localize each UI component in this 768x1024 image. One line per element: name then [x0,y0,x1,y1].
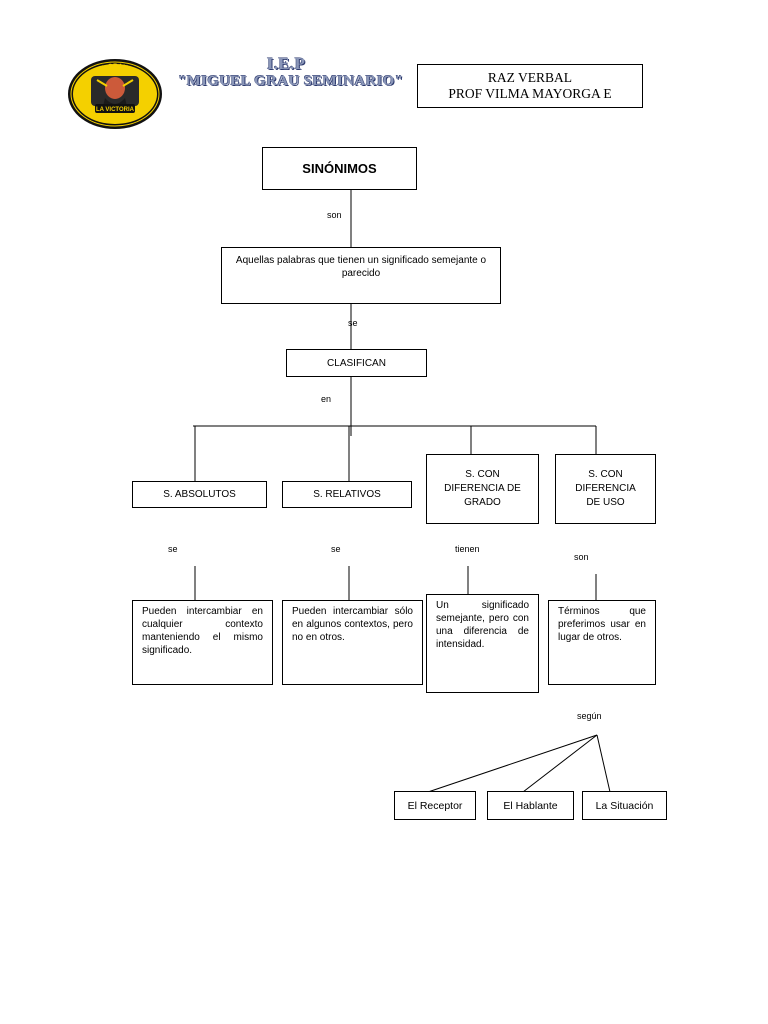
course-name: RAZ VERBAL [487,70,573,85]
school-name-line2: "MIGUEL GRAU SEMINARIO" [178,73,404,89]
type-diferencia-uso-label: S. CON DIFERENCIA DE USO [575,469,636,508]
link-absolutos: se [168,544,178,554]
desc-uso: Términos que preferimos usar en lugar de… [548,600,656,685]
link-segun: según [577,711,602,721]
factor-hablante: El Hablante [487,791,574,820]
school-logo: I.E.P. MIGUEL GRAU SEMINARIO LA VICTORIA [66,53,163,130]
course-info-box: RAZ VERBAL PROF VILMA MAYORGA E [417,64,643,108]
factor-situacion: La Situación [582,791,667,820]
type-diferencia-uso: S. CON DIFERENCIA DE USO [555,454,656,524]
school-name-line1: I.E.P [266,54,306,73]
link-en: en [321,394,332,404]
type-relativos: S. RELATIVOS [282,481,412,508]
type-diferencia-grado-label: S. CON DIFERENCIA DE GRADO [444,469,521,508]
classify-box: CLASIFICAN [286,349,427,377]
type-absolutos: S. ABSOLUTOS [132,481,267,508]
link-relativos: se [331,544,341,554]
desc-grado: Un significado semejante, pero con una d… [426,594,539,693]
desc-relativos: Pueden intercambiar sólo en algunos cont… [282,600,423,685]
definition-text: Aquellas palabras que tienen un signific… [235,255,487,279]
logo-bottom-text: LA VICTORIA [96,107,135,113]
definition-box: Aquellas palabras que tienen un signific… [221,247,501,304]
link-son: son [327,210,342,220]
map-title: SINÓNIMOS [262,147,417,190]
factor-receptor: El Receptor [394,791,476,820]
type-diferencia-grado: S. CON DIFERENCIA DE GRADO [426,454,539,524]
link-grado: tienen [455,544,480,554]
factor-line-3 [596,734,611,793]
desc-absolutos: Pueden intercambiar en cualquier context… [132,600,273,685]
factor-line-1 [427,734,598,793]
factor-line-2 [522,734,598,793]
teacher-name: PROF VILMA MAYORGA E [448,86,612,101]
link-uso: son [574,552,589,562]
link-se: se [348,318,358,328]
